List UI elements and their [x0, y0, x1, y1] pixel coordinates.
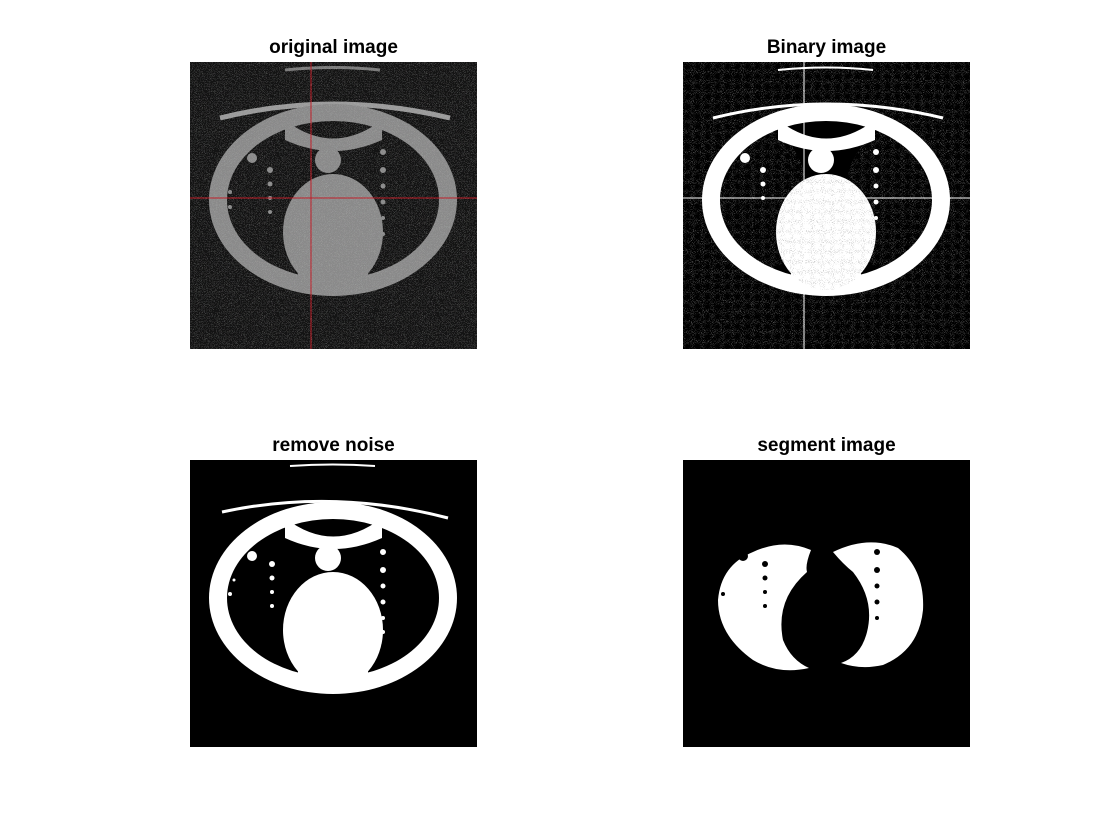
panel-title-segment: segment image	[757, 435, 896, 456]
original-ct-image	[190, 62, 477, 349]
panel-title-remove-noise: remove noise	[272, 435, 395, 456]
panel-title-original: original image	[269, 37, 398, 58]
segmented-image	[683, 460, 970, 747]
binary-image	[683, 62, 970, 349]
denoised-image	[190, 460, 477, 747]
right-lung	[833, 542, 924, 668]
panel-title-binary: Binary image	[766, 37, 887, 58]
